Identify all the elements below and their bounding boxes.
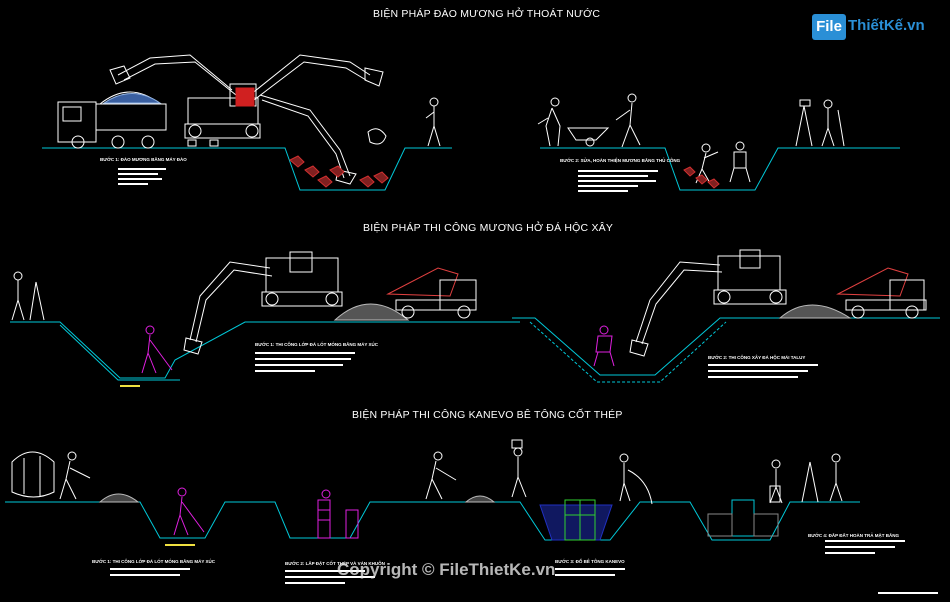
gravel-pile-1 — [333, 303, 410, 321]
backfill-box — [707, 499, 779, 537]
caption-8-bars — [825, 540, 905, 554]
ground-line-3 — [10, 321, 520, 379]
worker-shovel-1 — [59, 451, 91, 500]
worker-surveyor — [425, 97, 441, 147]
scene-2-left — [10, 251, 520, 387]
worker-compactor — [769, 459, 783, 504]
gravel-load — [102, 93, 162, 104]
excavator-4 — [629, 249, 787, 357]
caption-3-bars — [255, 352, 355, 372]
dump-truck-2 — [386, 267, 477, 319]
scale-note — [878, 592, 938, 594]
excavator-2-arm — [249, 54, 384, 185]
worker-carrying — [511, 439, 527, 498]
worker-active-1 — [141, 325, 173, 374]
concrete-mixer — [11, 451, 55, 498]
ground-line-2 — [540, 147, 900, 191]
copyright-watermark: Copyright © FileThietKe.vn — [337, 560, 556, 579]
worker-walking — [615, 93, 641, 148]
caption-1: BƯỚC 1: ĐÀO MƯƠNG BẰNG MÁY ĐÀO — [100, 157, 187, 162]
caption-6-bars — [285, 570, 375, 584]
caption-4-bars — [708, 364, 818, 378]
worker-with-wheelbarrow — [537, 97, 610, 147]
caption-7-bars — [555, 568, 625, 576]
operator-red — [235, 87, 255, 107]
caption-5-bars — [110, 568, 190, 576]
rebar-ladder — [317, 489, 359, 539]
rubble-right — [683, 166, 720, 189]
caption-2-bars — [578, 170, 658, 192]
caption-7: BƯỚC 3: ĐỔ BÊ TÔNG KANEVO — [555, 559, 625, 564]
section3-title: BIỆN PHÁP THI CÔNG KANEVO BÊ TÔNG CỐT TH… — [352, 409, 623, 421]
worker-active-3 — [173, 487, 205, 536]
filethietke-logo: File ThiếtKế.vn — [812, 14, 925, 40]
ground-line-6 — [420, 501, 860, 541]
dump-truck-3 — [836, 267, 927, 319]
caption-4: BƯỚC 2: THI CÔNG XÂY ĐÁ HỘC MÁI TALUY — [708, 355, 806, 360]
scene-1-excavation — [42, 54, 452, 191]
excavator-3 — [183, 251, 343, 355]
ground-line-5 — [5, 501, 420, 539]
caption-3: BƯỚC 1: THI CÔNG LỚP ĐÁ LÓT MÓNG BẰNG MÁ… — [255, 342, 378, 347]
scene-1-manual — [537, 93, 900, 191]
logo-file-text: File — [812, 14, 846, 40]
rubble-pile — [289, 155, 389, 188]
logo-rest-text: ThiếtKế.vn — [848, 17, 925, 34]
surveyor-right — [801, 453, 843, 503]
concrete-formwork — [539, 499, 613, 541]
ground-line-4 — [512, 317, 940, 376]
worker-shovel-2 — [425, 451, 457, 500]
caption-6: BƯỚC 2: LẮP ĐẶT CỐT THÉP VÀ VÁN KHUÔN — [285, 561, 385, 566]
surveyor-left — [11, 271, 45, 321]
gravel-pile-3 — [98, 493, 140, 503]
scene-2-right — [512, 249, 940, 383]
worker-pouring — [619, 453, 653, 505]
caption-2: BƯỚC 2: SỬA, HOÀN THIỆN MƯƠNG BẰNG THỦ C… — [560, 158, 681, 163]
gravel-pile-2 — [778, 304, 852, 319]
caption-5: BƯỚC 1: THI CÔNG LỚP ĐÁ LÓT MÓNG BẰNG MÁ… — [92, 559, 215, 564]
gravel-pile-4 — [464, 495, 496, 503]
surveyor-tripod — [795, 99, 845, 147]
falling-rock — [367, 128, 387, 145]
worker-active-2 — [593, 325, 615, 367]
scene-3 — [5, 439, 860, 546]
section2-title: BIỆN PHÁP THI CÔNG MƯƠNG HỞ ĐÁ HỘC XÂY — [363, 222, 614, 234]
caption-8: BƯỚC 4: ĐẮP ĐẤT HOÀN TRẢ MẶT BẰNG — [808, 533, 899, 538]
ground-line — [42, 147, 452, 191]
caption-1-bars — [118, 168, 166, 185]
section1-title: BIỆN PHÁP ĐÀO MƯƠNG HỞ THOÁT NƯỚC — [373, 8, 601, 20]
worker-squatting — [729, 141, 751, 183]
